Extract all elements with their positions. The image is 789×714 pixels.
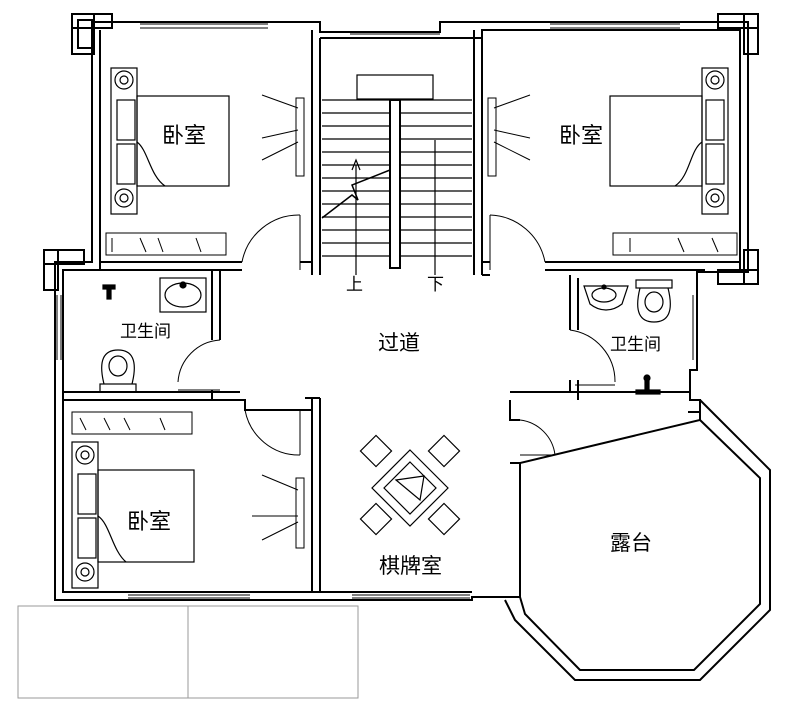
room-label-bedroom-top-left: 卧室 [162, 124, 207, 149]
terrace-outline [504, 399, 771, 681]
chair [427, 502, 461, 536]
stair-down-label: 下 [427, 275, 444, 295]
doors [177, 214, 616, 456]
corner-columns [43, 13, 759, 291]
room-label-bedroom-bottom-left: 卧室 [127, 510, 172, 535]
mahjong-table [359, 434, 461, 536]
room-label-corridor: 过道 [378, 331, 420, 355]
exterior-blocks [17, 605, 359, 699]
wardrobes [71, 94, 738, 549]
staircase [321, 74, 472, 275]
beds [71, 67, 729, 589]
room-label-terrace: 露台 [610, 531, 652, 555]
room-label-bathroom-left: 卫生间 [120, 322, 171, 342]
sanitary-fixtures [99, 277, 673, 395]
chair [427, 434, 461, 468]
chair [359, 434, 393, 468]
stair-up-label: 上 [346, 275, 363, 295]
chair [359, 502, 393, 536]
room-label-chess-room: 棋牌室 [379, 554, 442, 578]
room-label-bedroom-top-right: 卧室 [559, 124, 604, 149]
interior-walls [63, 30, 740, 592]
room-label-bathroom-right: 卫生间 [610, 335, 661, 355]
